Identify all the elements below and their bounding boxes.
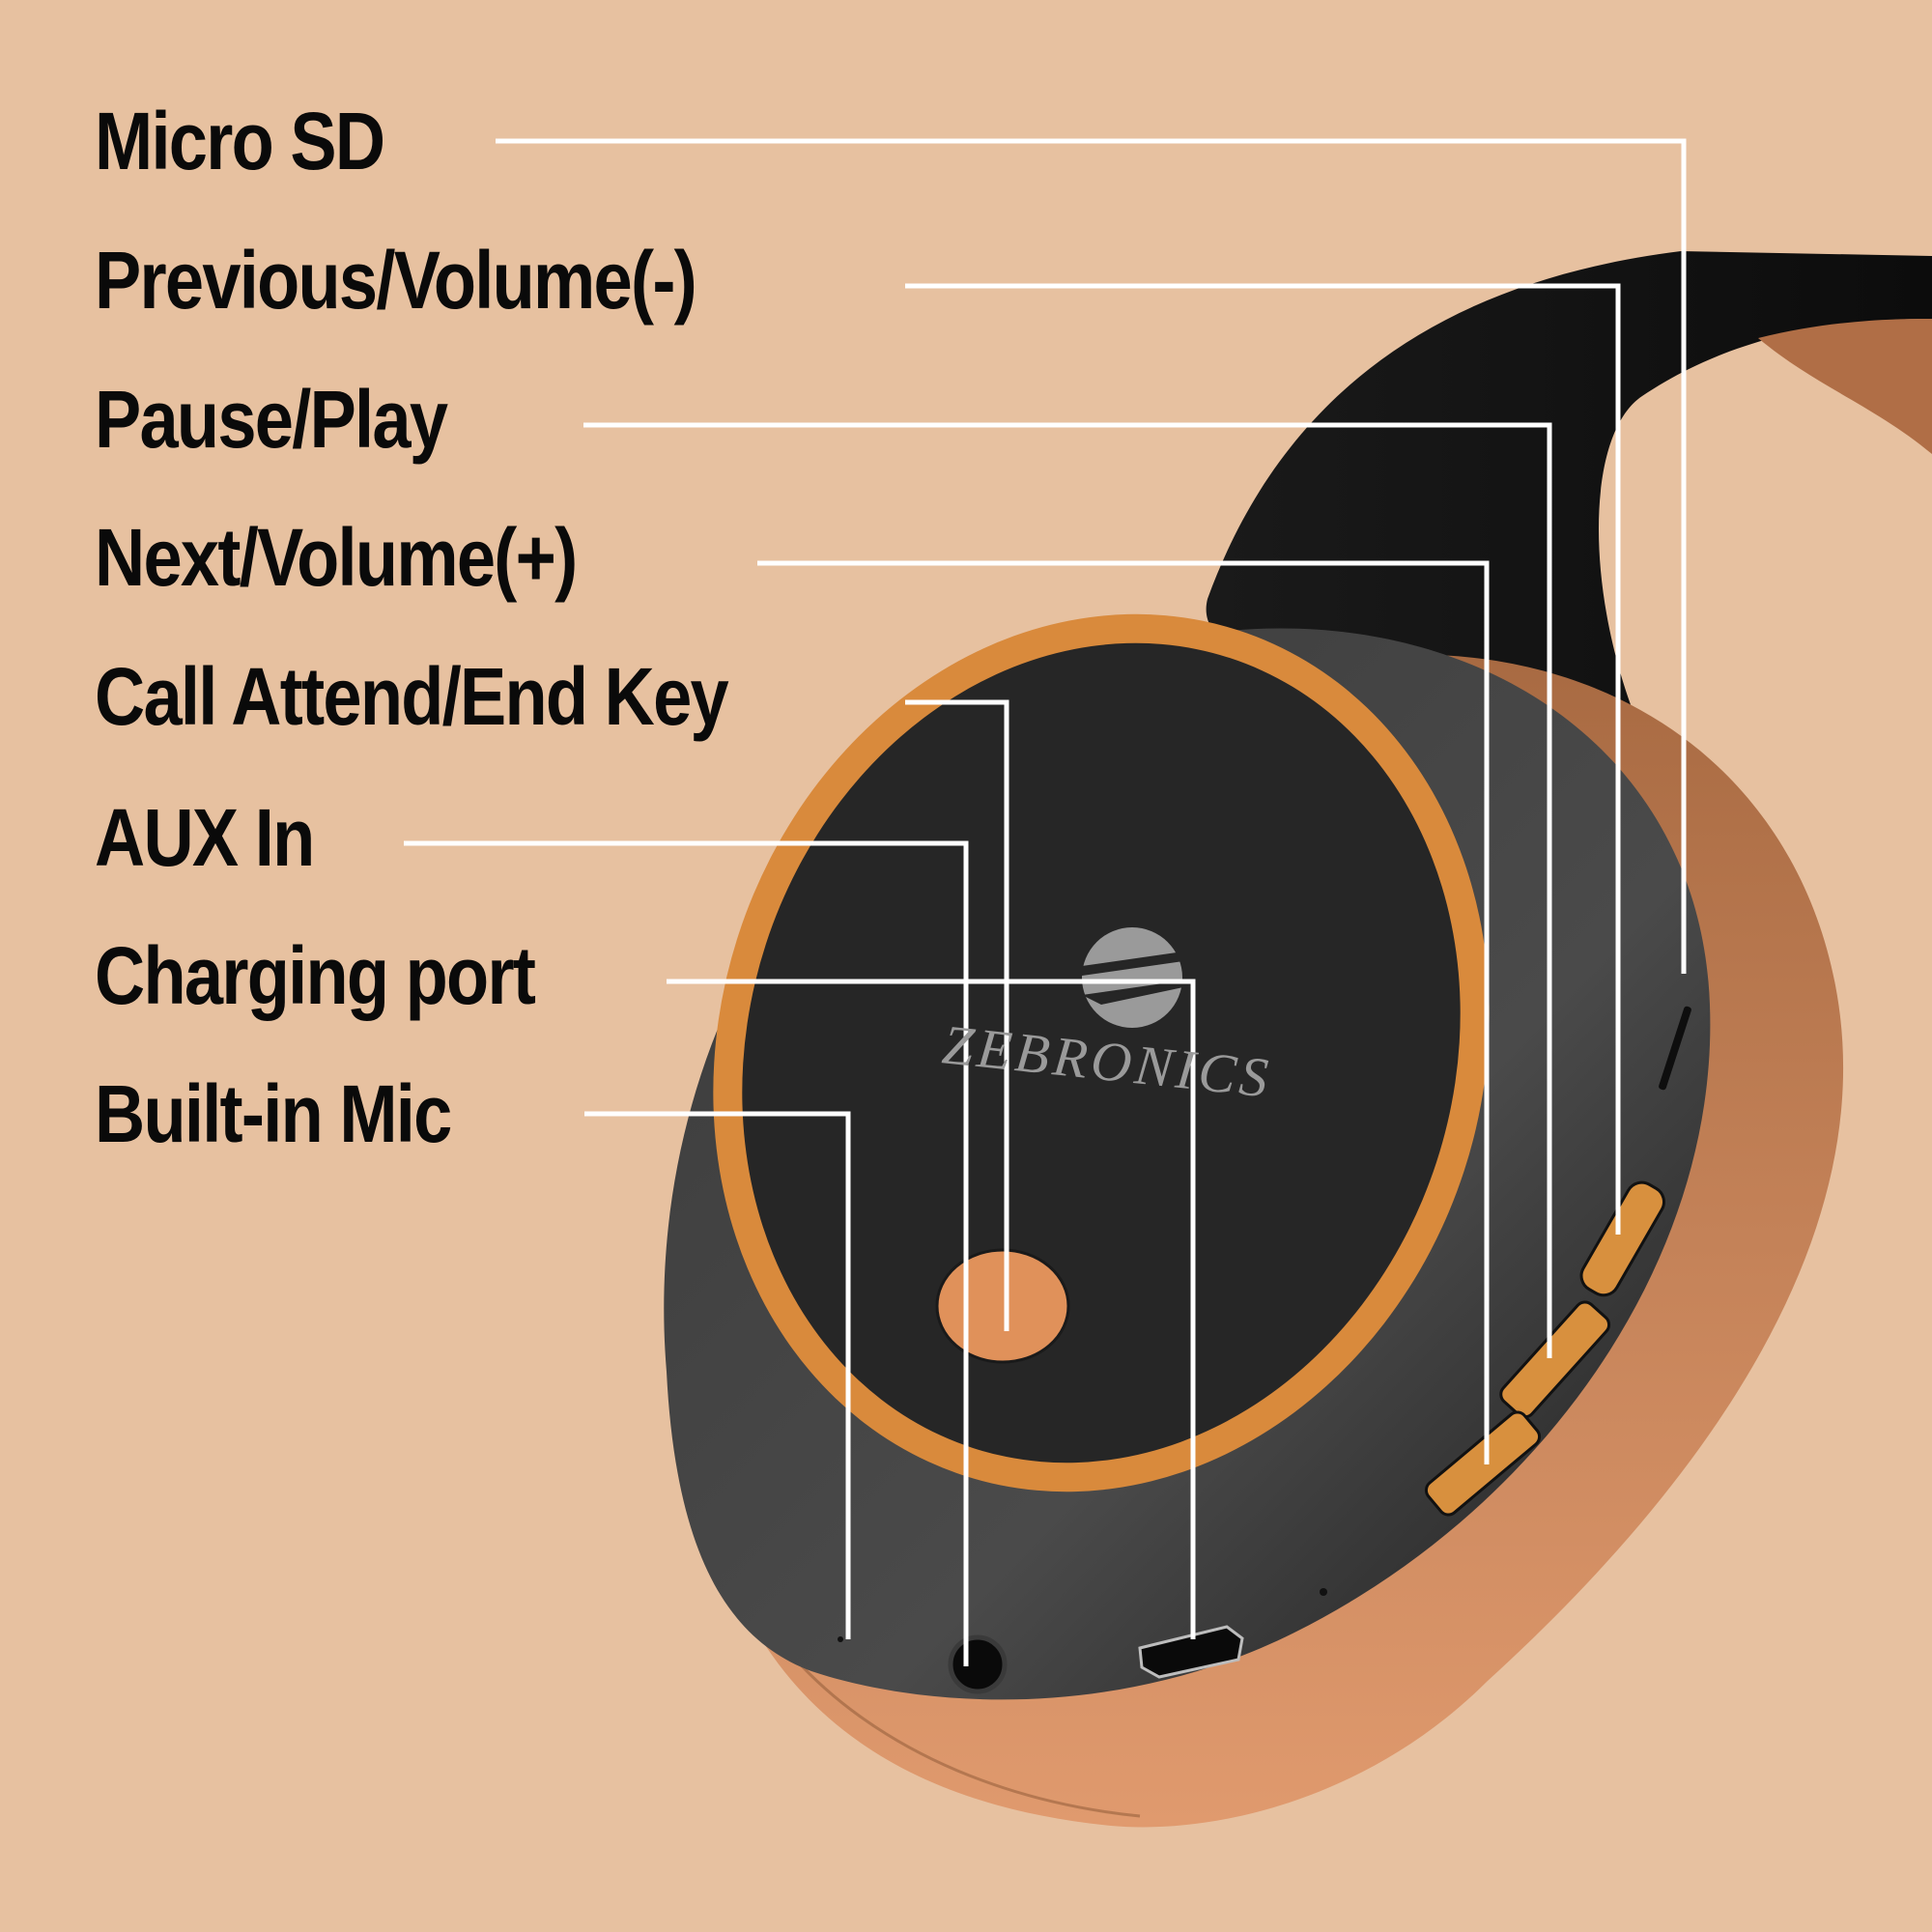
brand-logo-icon xyxy=(1082,927,1183,1028)
built-in-mic-leader xyxy=(584,1111,851,1639)
callout-next-volume-up: Next/Volume(+) xyxy=(95,512,578,603)
charging-port-leader xyxy=(667,979,1196,1639)
callout-previous-volume-down: Previous/Volume(-) xyxy=(95,235,697,326)
pause-play-leader xyxy=(583,422,1552,1358)
call-key-button[interactable] xyxy=(935,1248,1070,1364)
previous-volume-down-leader xyxy=(905,283,1621,1235)
callout-charging-port: Charging port xyxy=(95,930,536,1021)
call-key-leader xyxy=(905,699,1009,1331)
callout-aux-in: AUX In xyxy=(95,792,315,883)
callout-micro-sd: Micro SD xyxy=(95,96,385,186)
secondary-mic-hole xyxy=(1320,1588,1327,1596)
previous-volume-down-button[interactable] xyxy=(1576,1177,1669,1300)
callout-built-in-mic: Built-in Mic xyxy=(95,1068,452,1159)
next-volume-up-leader xyxy=(757,560,1490,1464)
leader-lines xyxy=(404,138,1687,1666)
pause-play-button[interactable] xyxy=(1497,1298,1613,1421)
aux-in-jack xyxy=(948,1634,1008,1694)
next-volume-up-button[interactable] xyxy=(1422,1408,1543,1519)
aux-in-leader xyxy=(404,840,969,1666)
micro-sd-slot xyxy=(1659,1006,1691,1091)
callout-call-key: Call Attend/End Key xyxy=(95,651,729,742)
charging-port xyxy=(1138,1625,1244,1679)
inner-panel xyxy=(742,642,1461,1463)
built-in-mic-hole xyxy=(838,1636,843,1642)
control-buttons xyxy=(1422,1177,1669,1519)
micro-sd-leader xyxy=(496,138,1687,974)
callout-pause-play: Pause/Play xyxy=(95,374,448,465)
